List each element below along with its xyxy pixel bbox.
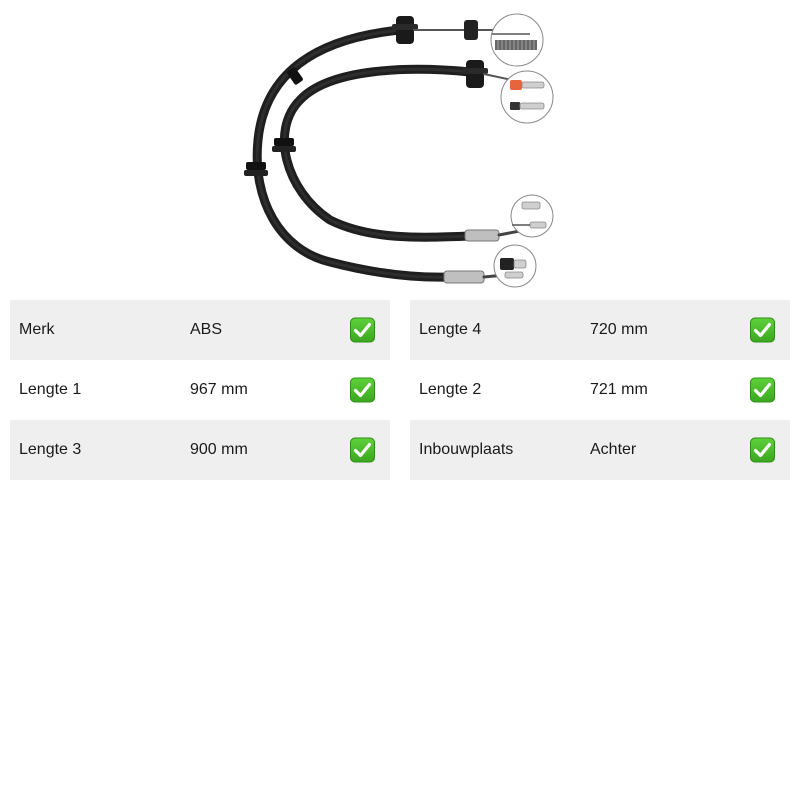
product-image (244, 13, 554, 288)
spec-row-merk: Merk ABS (10, 300, 390, 360)
spec-row-lengte-4: Lengte 4 720 mm (410, 300, 790, 360)
spec-value: 720 mm (590, 321, 648, 338)
checkmark-icon (750, 317, 775, 343)
spec-table-right: Lengte 4 720 mm Lengte 2 721 mm Inbouwpl… (410, 300, 790, 480)
checkmark-icon (350, 437, 375, 463)
spec-row-lengte-3: Lengte 3 900 mm (10, 420, 390, 480)
spec-label: Lengte 1 (19, 381, 82, 398)
spec-label: Inbouwplaats (419, 441, 514, 458)
spec-value: Achter (590, 441, 637, 458)
detail-callout-end-fitting (500, 70, 554, 124)
checkmark-icon (350, 377, 375, 403)
detail-callout-boot (493, 244, 537, 288)
spec-label: Lengte 2 (419, 381, 482, 398)
spec-row-lengte-2: Lengte 2 721 mm (410, 360, 790, 420)
spec-value: ABS (190, 321, 223, 338)
cable-inner (272, 60, 527, 242)
spec-label: Lengte 3 (19, 441, 82, 458)
checkmark-icon (750, 377, 775, 403)
spec-row-lengte-1: Lengte 1 967 mm (10, 360, 390, 420)
detail-callout-spring (490, 13, 544, 67)
spec-value: 900 mm (190, 441, 248, 458)
spec-table-left: Merk ABS Lengte 1 967 mm Lengte 3 900 mm (10, 300, 390, 480)
spec-value: 721 mm (590, 381, 648, 398)
spec-label: Merk (19, 321, 55, 338)
detail-callout-clip (510, 194, 554, 238)
spec-row-inbouwplaats: Inbouwplaats Achter (410, 420, 790, 480)
spec-value: 967 mm (190, 381, 248, 398)
checkmark-icon (350, 317, 375, 343)
checkmark-icon (750, 437, 775, 463)
spec-label: Lengte 4 (419, 321, 482, 338)
